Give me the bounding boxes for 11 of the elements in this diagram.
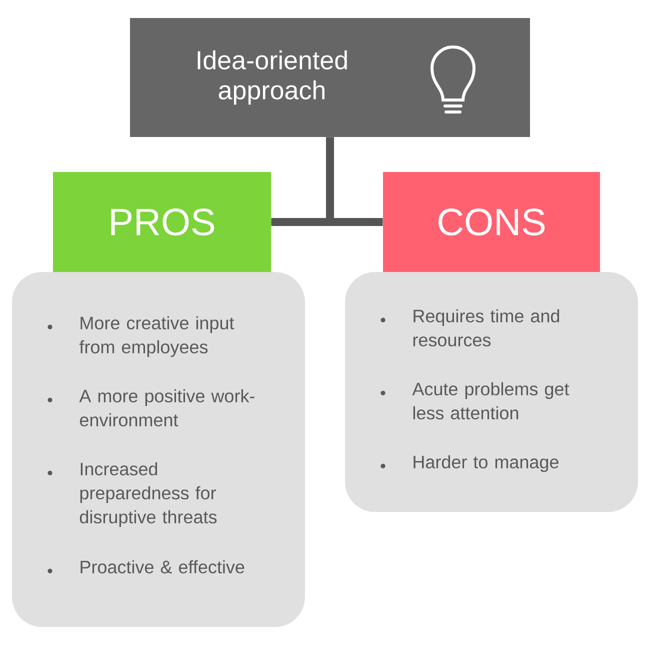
pros-box: PROS xyxy=(53,172,271,272)
title-box: Idea-oriented approach xyxy=(130,18,530,137)
cons-box: CONS xyxy=(383,172,600,272)
list-item: Proactive & effective xyxy=(80,560,244,574)
list-item: Increased preparedness for disruptive threats xyxy=(80,462,217,527)
list-item: Harder to manage xyxy=(414,455,558,472)
list-item: Acute problems get less attention xyxy=(412,382,570,420)
list-item: Requires time and resources xyxy=(413,309,560,346)
list-item: A more positive work-environment xyxy=(79,389,254,426)
list-item: More creative input from employees xyxy=(79,316,234,357)
connector-line xyxy=(326,137,383,226)
